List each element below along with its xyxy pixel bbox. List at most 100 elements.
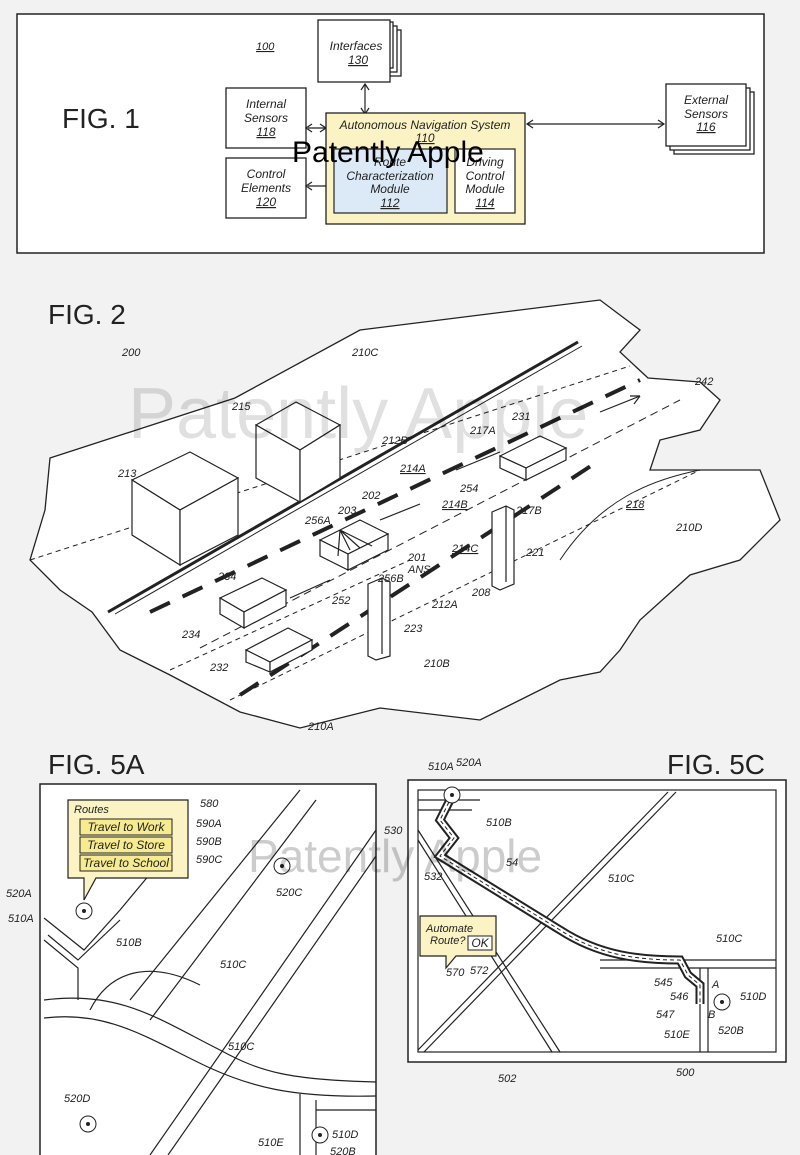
route-item-school[interactable]: Travel to School [79, 854, 173, 872]
svg-text:110: 110 [415, 131, 434, 145]
svg-text:Route?: Route? [430, 935, 466, 947]
external-sensors-box: External Sensors 116 [665, 83, 755, 155]
svg-text:500: 500 [676, 1067, 695, 1079]
svg-text:A: A [711, 979, 719, 991]
svg-text:Characterization: Characterization [346, 169, 434, 183]
fig2-labels: 200 210C 242 215 231 213 212B 217A 214A … [117, 347, 713, 733]
svg-text:252: 252 [331, 595, 350, 607]
svg-text:510D: 510D [740, 991, 766, 1003]
svg-text:234: 234 [217, 571, 236, 583]
svg-text:242: 242 [694, 376, 713, 388]
svg-text:520A: 520A [6, 888, 32, 900]
svg-text:510D: 510D [332, 1129, 358, 1141]
svg-text:210D: 210D [675, 522, 702, 534]
svg-text:116: 116 [696, 120, 715, 134]
svg-text:Travel to School: Travel to School [83, 856, 169, 870]
svg-text:212A: 212A [431, 599, 458, 611]
svg-text:223: 223 [403, 623, 423, 635]
svg-text:231: 231 [511, 411, 530, 423]
svg-text:Route: Route [374, 155, 406, 169]
svg-text:External: External [684, 93, 728, 107]
svg-text:234: 234 [181, 629, 200, 641]
svg-text:130: 130 [348, 53, 368, 67]
svg-text:520B: 520B [718, 1025, 744, 1037]
svg-text:ANS: ANS [407, 564, 431, 576]
fig5a: FIG. 5A Routes Travel to Work Travel to … [6, 749, 377, 1155]
vehicle-231 [498, 435, 568, 481]
watermark-fig5: Patently Apple [248, 830, 542, 882]
svg-text:232: 232 [209, 662, 228, 674]
building-213 [130, 451, 240, 567]
ok-button[interactable]: OK [467, 935, 493, 951]
watermark-fig2: Patently Apple [128, 374, 588, 454]
svg-text:520D: 520D [64, 1093, 90, 1105]
fig1: FIG. 1 100 Interfaces 130 Internal Senso… [16, 13, 765, 254]
route-item-store[interactable]: Travel to Store [79, 836, 173, 854]
svg-text:510B: 510B [486, 817, 512, 829]
svg-text:217A: 217A [469, 425, 496, 437]
svg-text:112: 112 [380, 196, 399, 210]
svg-text:Sensors: Sensors [684, 107, 728, 121]
ans-box: Autonomous Navigation System 110 Route C… [325, 112, 526, 225]
fig5a-labels: 580 590A 590B 590C 520A 510A 510B 520C 5… [6, 798, 358, 1155]
svg-text:530: 530 [384, 825, 403, 837]
vehicle-232 [244, 627, 314, 673]
svg-text:580: 580 [200, 798, 219, 810]
node-520A-5c[interactable] [443, 786, 461, 804]
svg-text:208: 208 [471, 587, 491, 599]
svg-text:114: 114 [475, 196, 494, 210]
terrain [29, 299, 781, 729]
automate-route-popup: Automate Route? [419, 915, 497, 970]
node-520B-5c[interactable] [713, 993, 731, 1011]
svg-text:201: 201 [407, 552, 426, 564]
svg-text:214A: 214A [399, 463, 426, 475]
svg-text:B: B [708, 1009, 715, 1021]
svg-text:510E: 510E [664, 1029, 690, 1041]
svg-text:217B: 217B [515, 505, 542, 517]
svg-text:Internal: Internal [246, 97, 286, 111]
node-520B-5a[interactable] [311, 1126, 329, 1144]
svg-text:Sensors: Sensors [244, 111, 288, 125]
fig5c-inner-frame [417, 789, 777, 1053]
fig1-ref: 100 [256, 41, 275, 53]
svg-text:210C: 210C [351, 347, 378, 359]
svg-text:510C: 510C [220, 959, 246, 971]
svg-text:572: 572 [470, 965, 488, 977]
fig5c: FIG. 5C Automate Route? OK 510A 520A 510… [248, 749, 787, 1085]
routes-popup-title: Routes [74, 804, 109, 816]
route-item-work[interactable]: Travel to Work [79, 818, 173, 836]
svg-text:210A: 210A [307, 721, 334, 733]
driving-module-box [454, 148, 516, 214]
node-520C[interactable] [273, 857, 291, 875]
svg-text:120: 120 [256, 195, 276, 209]
svg-text:546: 546 [670, 991, 689, 1003]
svg-text:532: 532 [424, 871, 442, 883]
svg-text:214C: 214C [451, 543, 478, 555]
node-520D[interactable] [79, 1115, 97, 1133]
svg-text:Travel to Store: Travel to Store [87, 838, 165, 852]
building-215 [254, 401, 342, 504]
svg-text:590B: 590B [196, 836, 222, 848]
svg-text:520A: 520A [456, 757, 482, 769]
svg-text:Elements: Elements [241, 181, 291, 195]
svg-text:Module: Module [370, 182, 410, 196]
svg-text:510C: 510C [608, 873, 634, 885]
interfaces-box: Interfaces 130 [317, 19, 402, 83]
svg-text:Automate: Automate [425, 923, 473, 935]
node-520A[interactable] [75, 902, 93, 920]
svg-text:Control: Control [247, 167, 286, 181]
svg-text:203: 203 [337, 505, 357, 517]
svg-text:510C: 510C [716, 933, 742, 945]
svg-text:256B: 256B [377, 573, 404, 585]
svg-text:118: 118 [256, 125, 275, 139]
svg-text:545: 545 [654, 977, 673, 989]
fig5a-title: FIG. 5A [48, 749, 145, 780]
svg-text:510A: 510A [8, 913, 34, 925]
svg-text:218: 218 [625, 499, 645, 511]
route-module-box [333, 148, 448, 214]
pillar-221 [491, 505, 515, 591]
svg-text:221: 221 [525, 547, 544, 559]
svg-text:520B: 520B [330, 1146, 356, 1155]
svg-text:202: 202 [361, 490, 380, 502]
